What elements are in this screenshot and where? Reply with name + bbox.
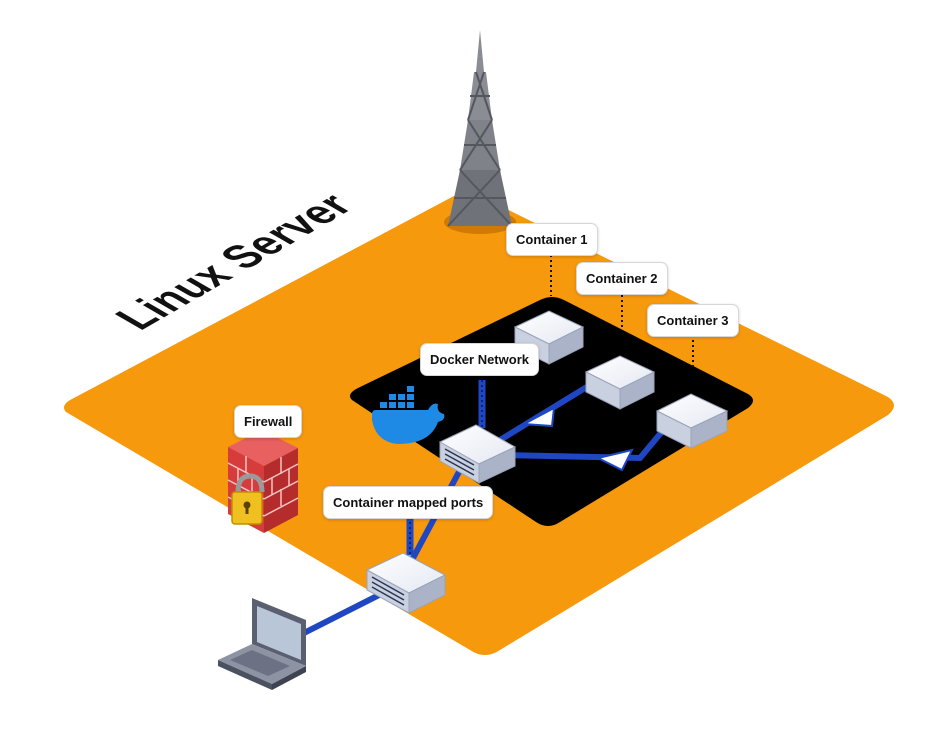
container-3-label: Container 3 [647, 304, 739, 337]
padlock-icon [231, 473, 265, 525]
flow-arrow-icon [520, 406, 556, 428]
network-switch-icon [365, 552, 447, 614]
flow-arrow-icon [595, 448, 634, 472]
laptop-icon [218, 598, 306, 690]
link-switch-container3 [502, 425, 668, 462]
antenna-tower-icon [444, 30, 516, 234]
container-2-label: Container 2 [576, 262, 668, 295]
container-1-label: Container 1 [506, 223, 598, 256]
container-3-server [655, 393, 729, 449]
docker-whale-icon [372, 386, 445, 444]
network-switch-icon [438, 424, 517, 484]
link-laptop-switch [297, 589, 388, 638]
docker-network-label: Docker Network [420, 343, 539, 376]
container-2-server [584, 355, 656, 410]
firewall-label: Firewall [234, 405, 303, 438]
container-mapped-ports-label: Container mapped ports [323, 486, 494, 519]
